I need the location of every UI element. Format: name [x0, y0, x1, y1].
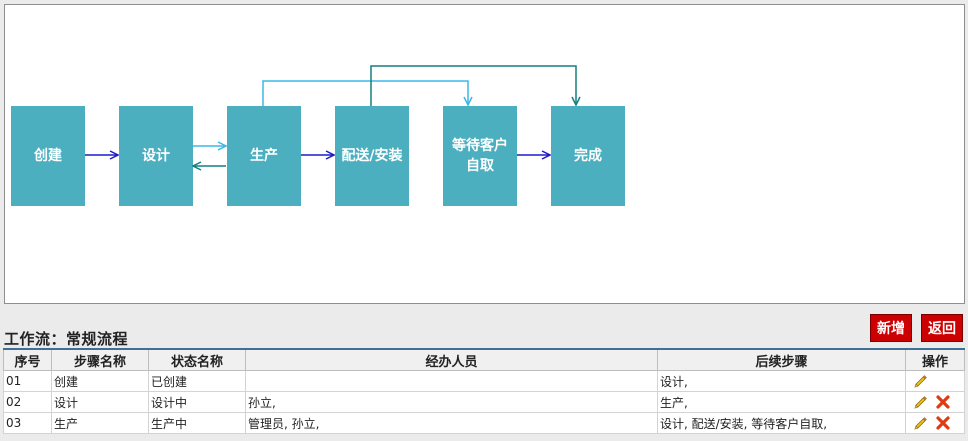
cell-status: 生产中: [148, 412, 246, 434]
delete-x-icon[interactable]: [936, 416, 950, 430]
cell-staff: 孙立,: [245, 391, 658, 413]
cell-step: 设计: [51, 391, 149, 413]
cell-no: 03: [3, 412, 52, 434]
table-header-row: 序号 步骤名称 状态名称 经办人员 后续步骤 操作: [3, 348, 965, 371]
cell-status: 已创建: [148, 370, 246, 392]
flow-node-produce[interactable]: 生产: [227, 106, 301, 206]
cell-step: 创建: [51, 370, 149, 392]
col-header-actions: 操作: [905, 348, 965, 371]
steps-table: 序号 步骤名称 状态名称 经办人员 后续步骤 操作 01 创建 已创建 设计, …: [3, 348, 965, 434]
flow-node-deliver[interactable]: 配送/安装: [335, 106, 409, 206]
cell-status: 设计中: [148, 391, 246, 413]
flow-node-label: 创建: [34, 148, 62, 164]
col-header-next: 后续步骤: [657, 348, 906, 371]
table-row: 02 设计 设计中 孙立, 生产,: [3, 391, 965, 413]
edit-pencil-icon[interactable]: [913, 374, 928, 389]
flow-node-label: 设计: [142, 148, 170, 164]
arrow-deliver-done: [370, 65, 576, 106]
delete-x-icon[interactable]: [936, 395, 950, 409]
cell-next: 设计, 配送/安装, 等待客户自取,: [657, 412, 906, 434]
cell-no: 02: [3, 391, 52, 413]
cell-actions: [905, 370, 965, 392]
col-header-no: 序号: [3, 348, 52, 371]
flow-node-create[interactable]: 创建: [11, 106, 85, 206]
workflow-title: 工作流：常规流程: [4, 330, 129, 348]
table-row: 01 创建 已创建 设计,: [3, 370, 965, 392]
cell-step: 生产: [51, 412, 149, 434]
edit-pencil-icon[interactable]: [913, 416, 928, 431]
col-header-status: 状态名称: [148, 348, 246, 371]
flow-node-label: 配送/安装: [341, 148, 403, 164]
workflow-canvas: 创建 设计 生产 配送/安装 等待客户自取 完成: [4, 4, 965, 304]
flow-node-design[interactable]: 设计: [119, 106, 193, 206]
cell-staff: 管理员, 孙立,: [245, 412, 658, 434]
arrow-produce-wait: [262, 80, 468, 106]
flow-node-label: 生产: [250, 148, 278, 164]
flow-node-label: 完成: [574, 148, 602, 164]
flow-node-wait[interactable]: 等待客户自取: [443, 106, 517, 206]
cell-next: 生产,: [657, 391, 906, 413]
cell-actions: [905, 391, 965, 413]
back-button[interactable]: 返回: [921, 314, 963, 342]
flow-node-label: 等待客户自取: [452, 138, 508, 174]
col-header-staff: 经办人员: [245, 348, 658, 371]
edit-pencil-icon[interactable]: [913, 395, 928, 410]
cell-next: 设计,: [657, 370, 906, 392]
cell-staff: [245, 370, 658, 392]
flow-arrows: [85, 65, 964, 303]
cell-actions: [905, 412, 965, 434]
add-step-button[interactable]: 新增: [870, 314, 912, 342]
cell-no: 01: [3, 370, 52, 392]
flow-node-done[interactable]: 完成: [551, 106, 625, 206]
col-header-step: 步骤名称: [51, 348, 149, 371]
table-row: 03 生产 生产中 管理员, 孙立, 设计, 配送/安装, 等待客户自取,: [3, 412, 965, 434]
